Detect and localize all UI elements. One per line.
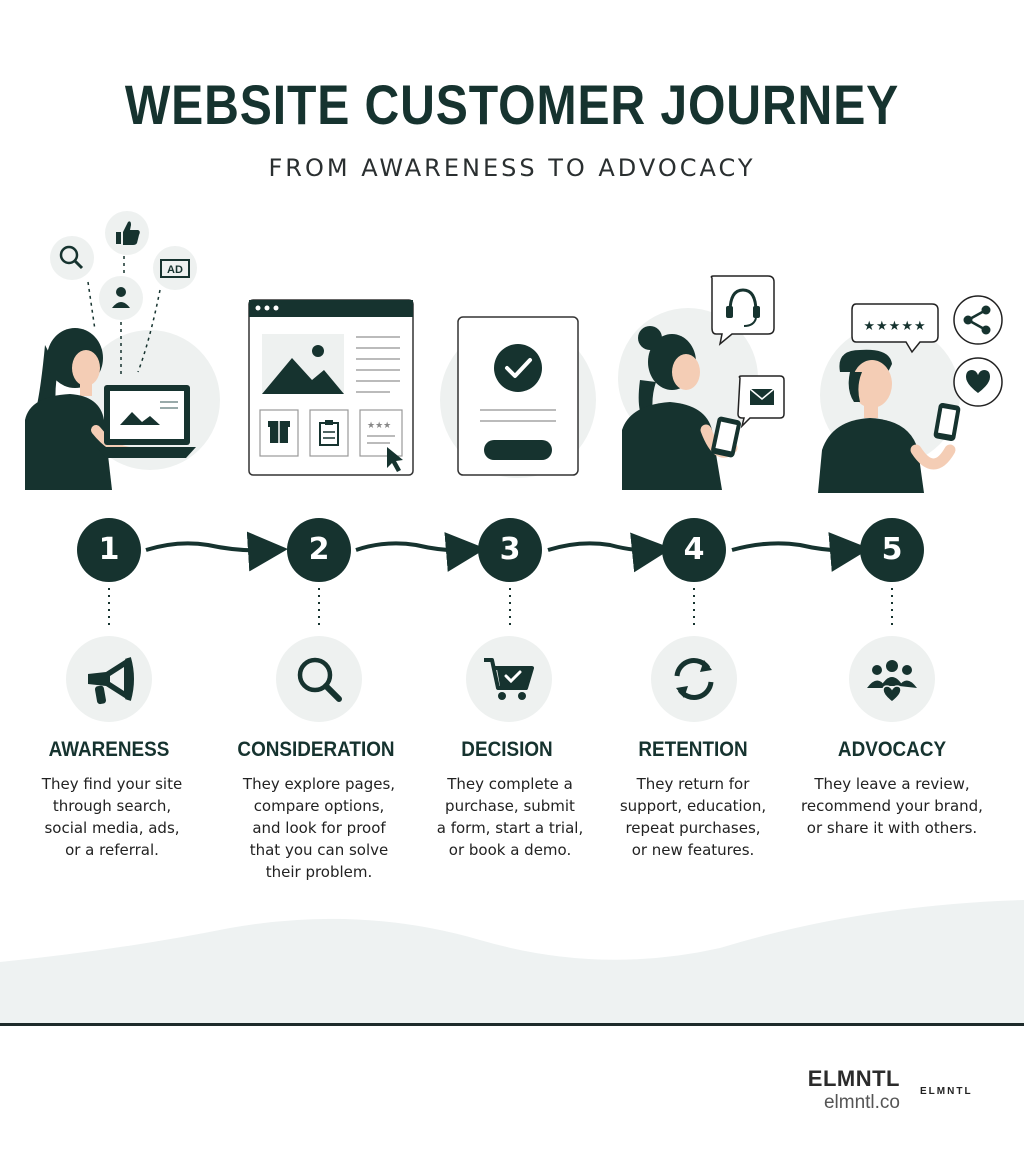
stage-number-1: 1	[77, 518, 141, 582]
person-bubble-icon	[99, 276, 143, 320]
connector-3-4	[547, 532, 672, 573]
stage-number-3: 3	[478, 518, 542, 582]
advocacy-illustration: ★★★★★	[818, 295, 1003, 493]
cart-check-icon	[466, 636, 552, 722]
footer-brand: ELMNTL elmntl.co	[808, 1066, 900, 1114]
stage-description-decision: They complete a purchase, submit a form,…	[415, 773, 605, 861]
review-stars-bubble-icon: ★★★★★	[851, 303, 939, 354]
stage-number-2: 2	[287, 518, 351, 582]
connector-1-2	[145, 531, 288, 572]
stage-description-awareness: They find your site through search, soci…	[17, 773, 207, 861]
journey-timeline	[108, 531, 893, 626]
heart-bubble-icon	[953, 357, 1003, 407]
stage-title-awareness: AWARENESS	[48, 738, 170, 761]
gift-card-icon	[259, 409, 299, 457]
desc-line: recommend your brand,	[801, 797, 983, 815]
desc-line: They find your site	[41, 775, 183, 793]
desc-line: or book a demo.	[448, 841, 572, 859]
desc-line: They leave a review,	[814, 775, 970, 793]
refresh-icon	[651, 636, 737, 722]
community-heart-icon	[849, 636, 935, 722]
thumbs-up-bubble-icon	[105, 211, 149, 255]
stage-number-4: 4	[662, 518, 726, 582]
desc-line: support, education,	[619, 797, 767, 815]
connector-2-3	[355, 532, 486, 572]
magnifier-icon	[276, 636, 362, 722]
retention-illustration	[618, 275, 785, 490]
share-bubble-icon	[953, 295, 1003, 345]
megaphone-icon	[66, 636, 152, 722]
page-title: WEBSITE CUSTOMER JOURNEY	[124, 73, 900, 136]
stage-title-advocacy: ADVOCACY	[837, 738, 947, 761]
checkmark-icon	[505, 358, 532, 378]
desc-line: a form, start a trial,	[436, 819, 584, 837]
desc-line: through search,	[52, 797, 172, 815]
stage-description-retention: They return for support, education, repe…	[598, 773, 788, 861]
desc-line: compare options,	[253, 797, 385, 815]
stage-title-consideration: CONSIDERATION	[237, 738, 395, 761]
mail-bubble-icon	[737, 375, 785, 429]
desc-line: They complete a	[447, 775, 573, 793]
card-stars: ★★★	[367, 421, 391, 431]
desc-line: social media, ads,	[44, 819, 180, 837]
desc-line: or new features.	[631, 841, 755, 859]
brand-url[interactable]: elmntl.co	[823, 1092, 900, 1113]
desc-line: purchase, submit	[445, 797, 575, 815]
clipboard-card-icon	[309, 409, 349, 457]
desc-line: that you can solve	[249, 841, 389, 859]
search-bubble-icon	[50, 236, 94, 280]
brand-logo: ELMNTL	[920, 1086, 973, 1097]
desc-line: They explore pages,	[242, 775, 396, 793]
desc-line: or a referral.	[65, 841, 159, 859]
cursor-icon	[387, 447, 403, 472]
desc-line: repeat purchases,	[625, 819, 761, 837]
desc-line: and look for proof	[252, 819, 386, 837]
desc-line: or share it with others.	[806, 819, 978, 837]
connector-4-5	[731, 532, 870, 572]
background-wave	[0, 900, 1024, 1023]
desc-line: their problem.	[265, 863, 373, 881]
stage-title-decision: DECISION	[461, 738, 553, 761]
stage-description-advocacy: They leave a review, recommend your bran…	[797, 773, 987, 839]
journey-illustrations: AD	[25, 211, 1003, 493]
rating-card-icon: ★★★	[359, 409, 403, 457]
stage-title-retention: RETENTION	[638, 738, 748, 761]
stage-number-5: 5	[860, 518, 924, 582]
ad-bubble-icon: AD	[153, 246, 197, 290]
decision-illustration	[440, 316, 596, 478]
brand-name: ELMNTL	[807, 1066, 900, 1091]
ad-badge-text: AD	[167, 264, 183, 276]
consideration-illustration: ★★★	[248, 299, 414, 476]
desc-line: They return for	[636, 775, 750, 793]
headset-bubble-icon	[710, 275, 775, 346]
footer-divider	[0, 1023, 1024, 1026]
rating-stars: ★★★★★	[863, 319, 926, 334]
stage-description-consideration: They explore pages, compare options, and…	[224, 773, 414, 883]
page-subtitle: FROM AWARENESS TO ADVOCACY	[268, 154, 756, 182]
awareness-illustration: AD	[25, 211, 220, 490]
